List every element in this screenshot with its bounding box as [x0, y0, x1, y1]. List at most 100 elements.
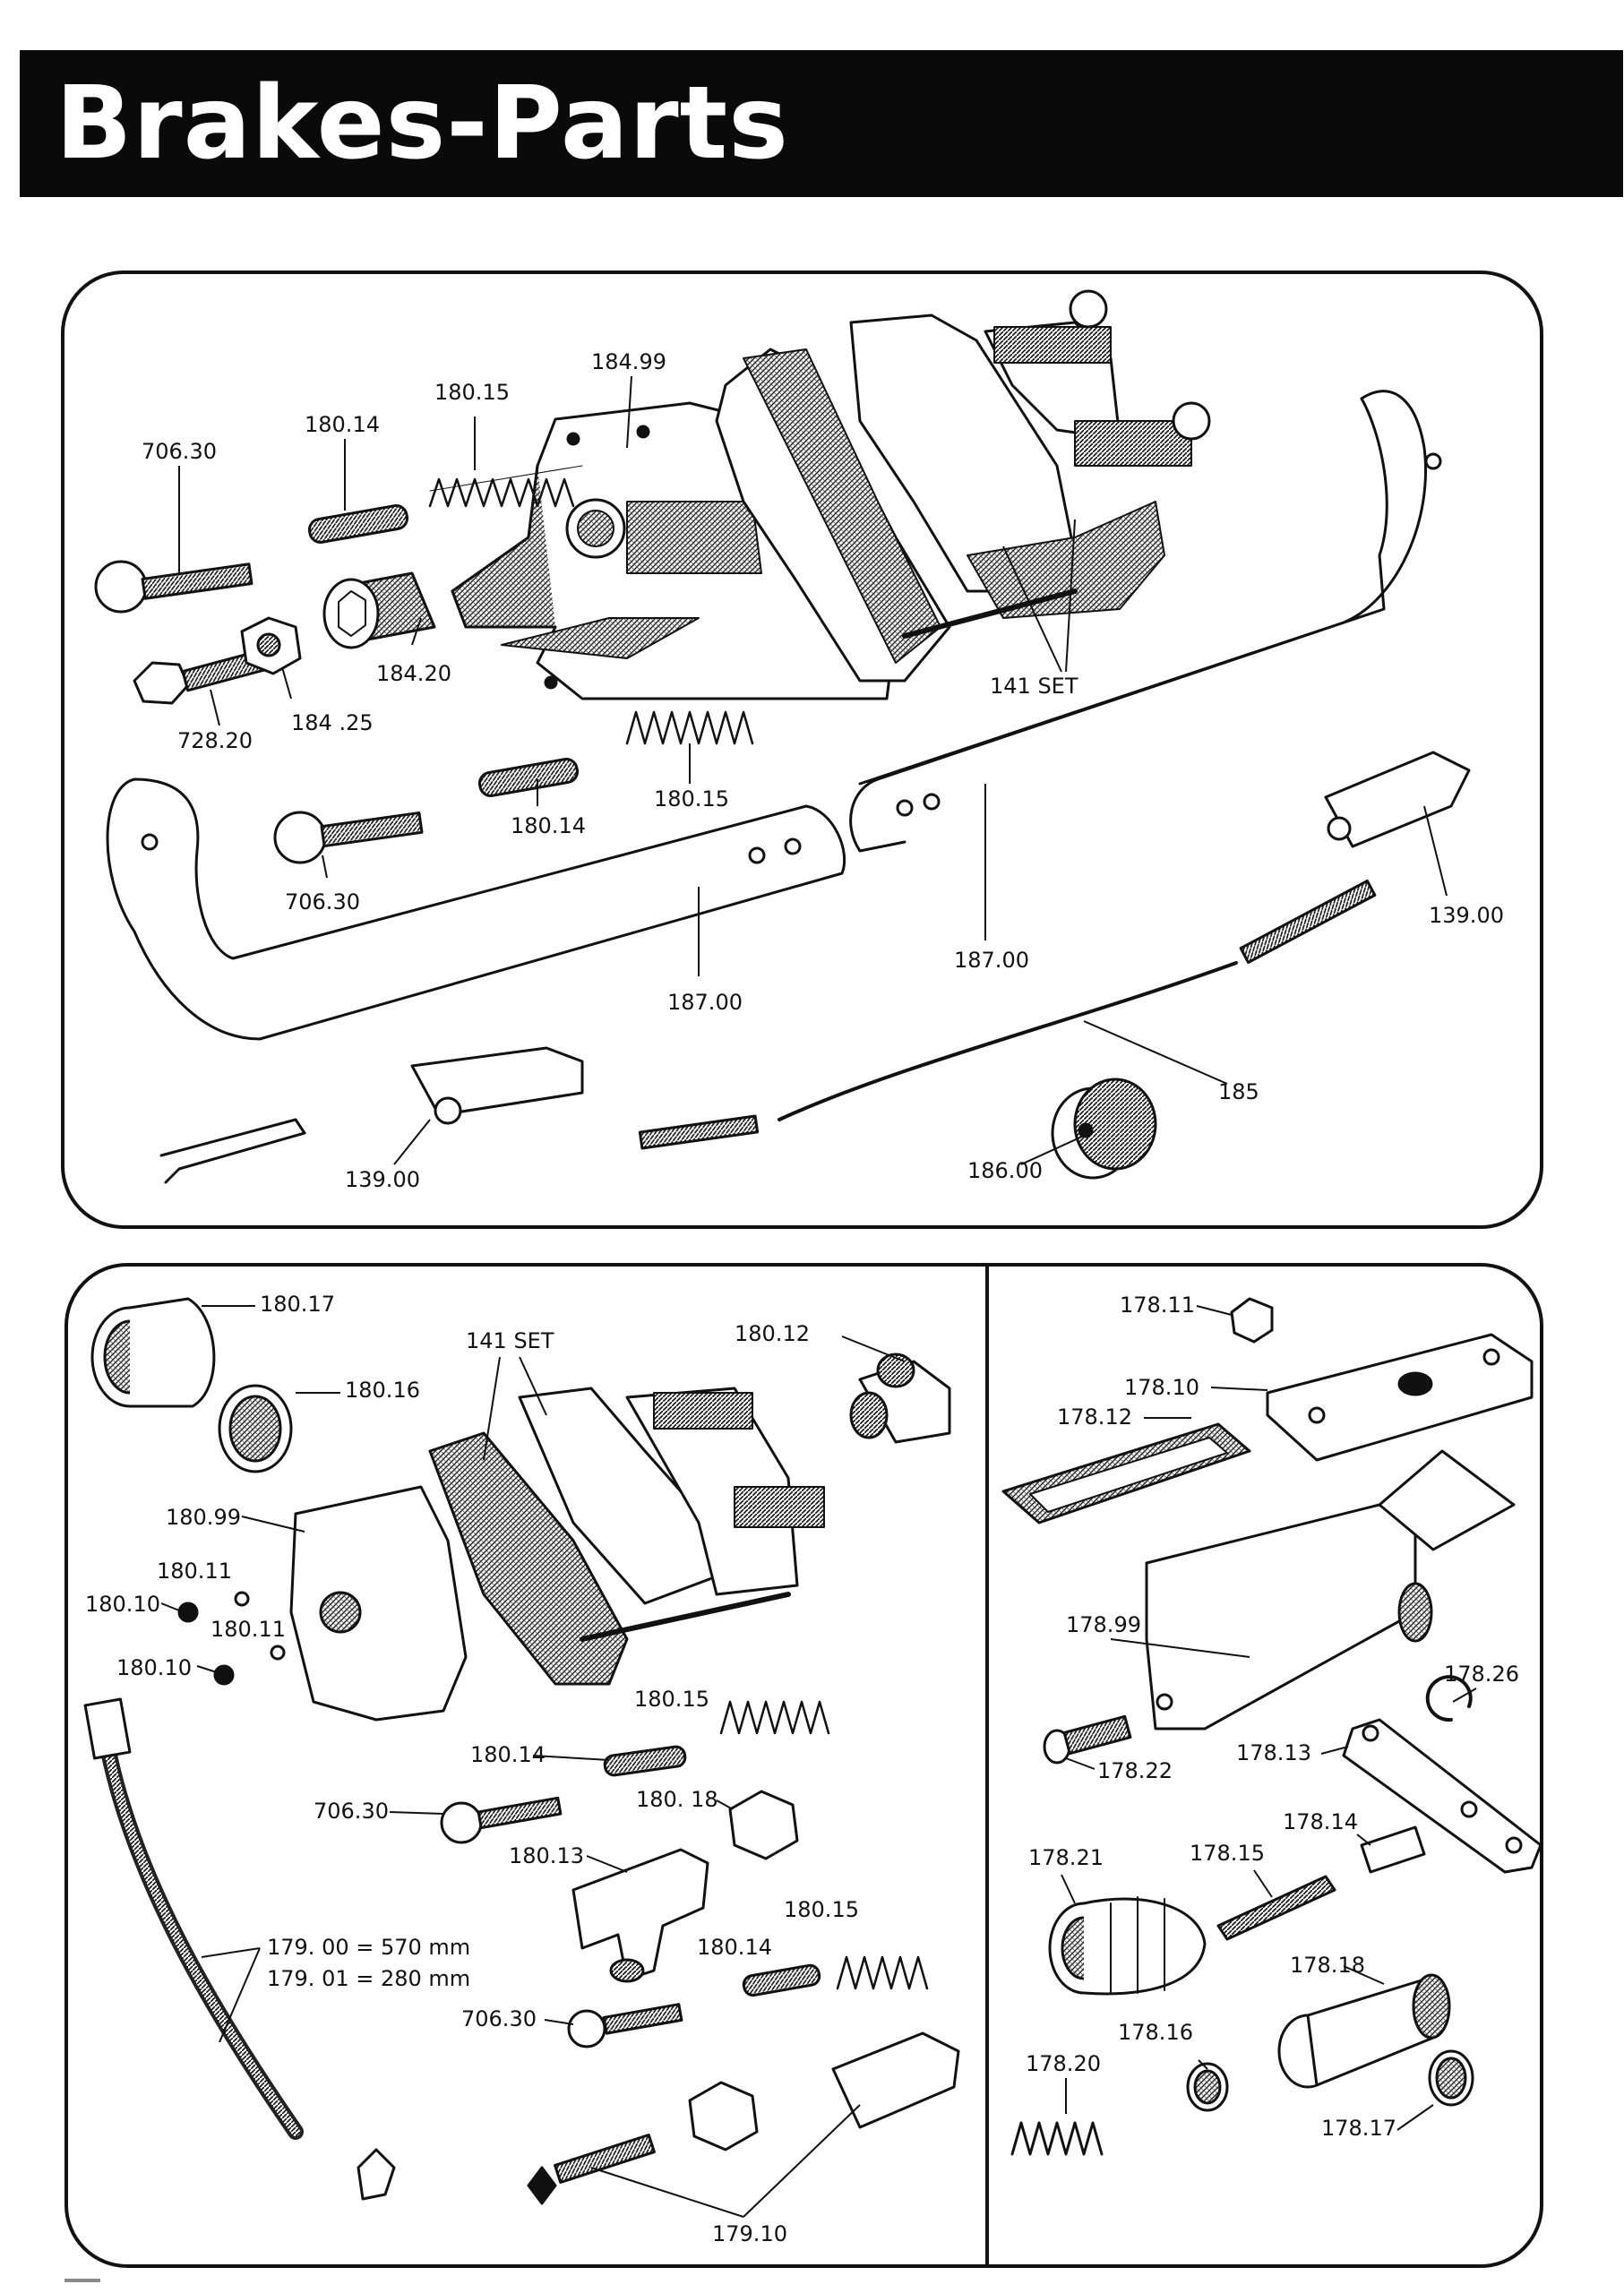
- nut-180-18: [728, 1790, 799, 1860]
- label-178-99: 178.99: [1066, 1612, 1141, 1637]
- elbow-180-12: [849, 1353, 951, 1444]
- label-184-99: 184.99: [591, 349, 666, 374]
- bolt-706-30-c: [440, 1796, 563, 1844]
- cup-178-16: [1186, 2062, 1229, 2112]
- label-139-00-a: 139.00: [1429, 903, 1504, 928]
- screw-180-10-a: [177, 1602, 199, 1623]
- label-187-00-a: 187.00: [667, 990, 743, 1015]
- label-180-14-c: 180.14: [470, 1742, 546, 1767]
- sleeve-184-20: [322, 571, 436, 649]
- page-title: Brakes-Parts: [56, 65, 789, 182]
- label-180-18: 180. 18: [636, 1787, 718, 1812]
- knob-186-00: [1051, 1078, 1157, 1180]
- label-180-14-d: 180.14: [697, 1935, 772, 1960]
- clevis-139-00-left: [159, 1046, 584, 1184]
- brake-pads-141-set-top: [715, 289, 1211, 683]
- hose-179-00: [83, 1697, 396, 2201]
- label-178-21: 178.21: [1028, 1845, 1104, 1870]
- caliper-180-99-and-pads-141-set: [289, 1387, 825, 1722]
- label-179-10: 179.10: [712, 2221, 787, 2246]
- label-178-11: 178.11: [1120, 1292, 1195, 1318]
- label-178-10: 178.10: [1124, 1375, 1199, 1400]
- label-179-00: 179. 00 = 570 mm: [267, 1935, 471, 1960]
- label-141-set-b: 141 SET: [466, 1328, 554, 1353]
- gasket-178-12: [1001, 1422, 1251, 1524]
- label-728-20: 728.20: [177, 728, 253, 753]
- label-180-17: 180.17: [260, 1292, 335, 1317]
- washer-180-11-a: [234, 1591, 250, 1607]
- bleed-valve-178-22: [1043, 1714, 1132, 1765]
- label-178-15: 178.15: [1190, 1841, 1265, 1866]
- label-178-22: 178.22: [1097, 1758, 1173, 1783]
- pin-178-15: [1216, 1875, 1336, 1941]
- spring-180-15-top: [428, 465, 583, 508]
- tee-180-13: [571, 1848, 709, 1983]
- label-180-13: 180.13: [509, 1843, 584, 1868]
- spring-180-15-c: [719, 1700, 830, 1735]
- washer-180-11-b: [270, 1645, 286, 1661]
- bolt-706-30-lower: [273, 811, 424, 864]
- label-178-18: 178.18: [1290, 1953, 1365, 1978]
- label-180-15-c: 180.15: [634, 1687, 709, 1712]
- label-180-12-a: 180.12: [735, 1321, 810, 1346]
- label-178-13: 178.13: [1236, 1740, 1311, 1765]
- spring-178-20: [1010, 2121, 1104, 2156]
- label-180-11-a: 180.11: [157, 1559, 232, 1584]
- label-184-25: 184 .25: [291, 710, 374, 735]
- bracket-187-00-right: [849, 390, 1427, 853]
- label-180-10-b: 180.10: [116, 1655, 192, 1680]
- label-180-99: 180.99: [166, 1505, 241, 1530]
- label-180-10-a: 180.10: [85, 1592, 160, 1617]
- label-178-26: 178.26: [1444, 1662, 1519, 1687]
- label-178-16: 178.16: [1118, 2020, 1193, 2045]
- bolt-706-30-d: [567, 2003, 683, 2048]
- label-180-15-a: 180.15: [434, 380, 510, 405]
- label-179-01: 179. 01 = 280 mm: [267, 1966, 471, 1991]
- label-184-20: 184.20: [376, 661, 451, 686]
- label-185: 185: [1218, 1079, 1259, 1104]
- label-187-00-b: 187.00: [954, 948, 1029, 973]
- pushrod-lever-178-13: [1342, 1718, 1542, 1874]
- boot-178-21: [1048, 1896, 1207, 1996]
- seal-180-16: [218, 1384, 293, 1473]
- spring-180-15-lower: [625, 710, 754, 745]
- panel-divider: [985, 1265, 989, 2266]
- label-706-30-c: 706.30: [314, 1799, 389, 1824]
- pin-180-14-c: [603, 1745, 687, 1777]
- clevis-178-14: [1360, 1825, 1426, 1874]
- label-180-15-d: 180.15: [784, 1897, 859, 1922]
- label-178-20: 178.20: [1026, 2051, 1101, 2076]
- screw-180-10-b: [213, 1664, 235, 1686]
- label-180-14-b: 180.14: [511, 813, 586, 838]
- seal-178-17: [1428, 2049, 1474, 2107]
- label-178-12: 178.12: [1057, 1404, 1132, 1430]
- nut-184-25: [240, 616, 302, 675]
- bolt-706-30-top: [94, 560, 253, 614]
- label-178-17: 178.17: [1321, 2116, 1396, 2141]
- label-180-11-b: 180.11: [211, 1617, 286, 1642]
- bracket-187-00-left: [106, 777, 846, 1041]
- title-bar: Brakes-Parts: [20, 50, 1623, 197]
- pin-180-14-top: [307, 504, 409, 544]
- page-edge-mark: [64, 2279, 100, 2282]
- piston-178-18: [1277, 1973, 1451, 2089]
- circlip-178-26: [1425, 1675, 1473, 1722]
- label-180-16: 180.16: [345, 1378, 420, 1403]
- fitting-179-10: [527, 2031, 960, 2205]
- label-180-15-b: 180.15: [654, 786, 729, 812]
- label-139-00-b: 139.00: [345, 1167, 420, 1192]
- label-706-30-a: 706.30: [142, 439, 217, 464]
- label-178-14: 178.14: [1283, 1809, 1358, 1834]
- boot-180-17: [90, 1297, 216, 1408]
- label-180-14-a: 180.14: [305, 412, 380, 437]
- cable-185: [638, 879, 1377, 1150]
- pin-180-14-lower: [477, 758, 580, 797]
- label-141-set-a: 141 SET: [990, 674, 1078, 699]
- master-cylinder-178-99: [1145, 1449, 1516, 1730]
- spring-180-15-d: [836, 1955, 929, 1990]
- nut-178-11: [1230, 1297, 1274, 1344]
- label-706-30-d: 706.30: [461, 2006, 537, 2031]
- label-706-30-b: 706.30: [285, 889, 360, 915]
- label-186-00: 186.00: [967, 1158, 1043, 1183]
